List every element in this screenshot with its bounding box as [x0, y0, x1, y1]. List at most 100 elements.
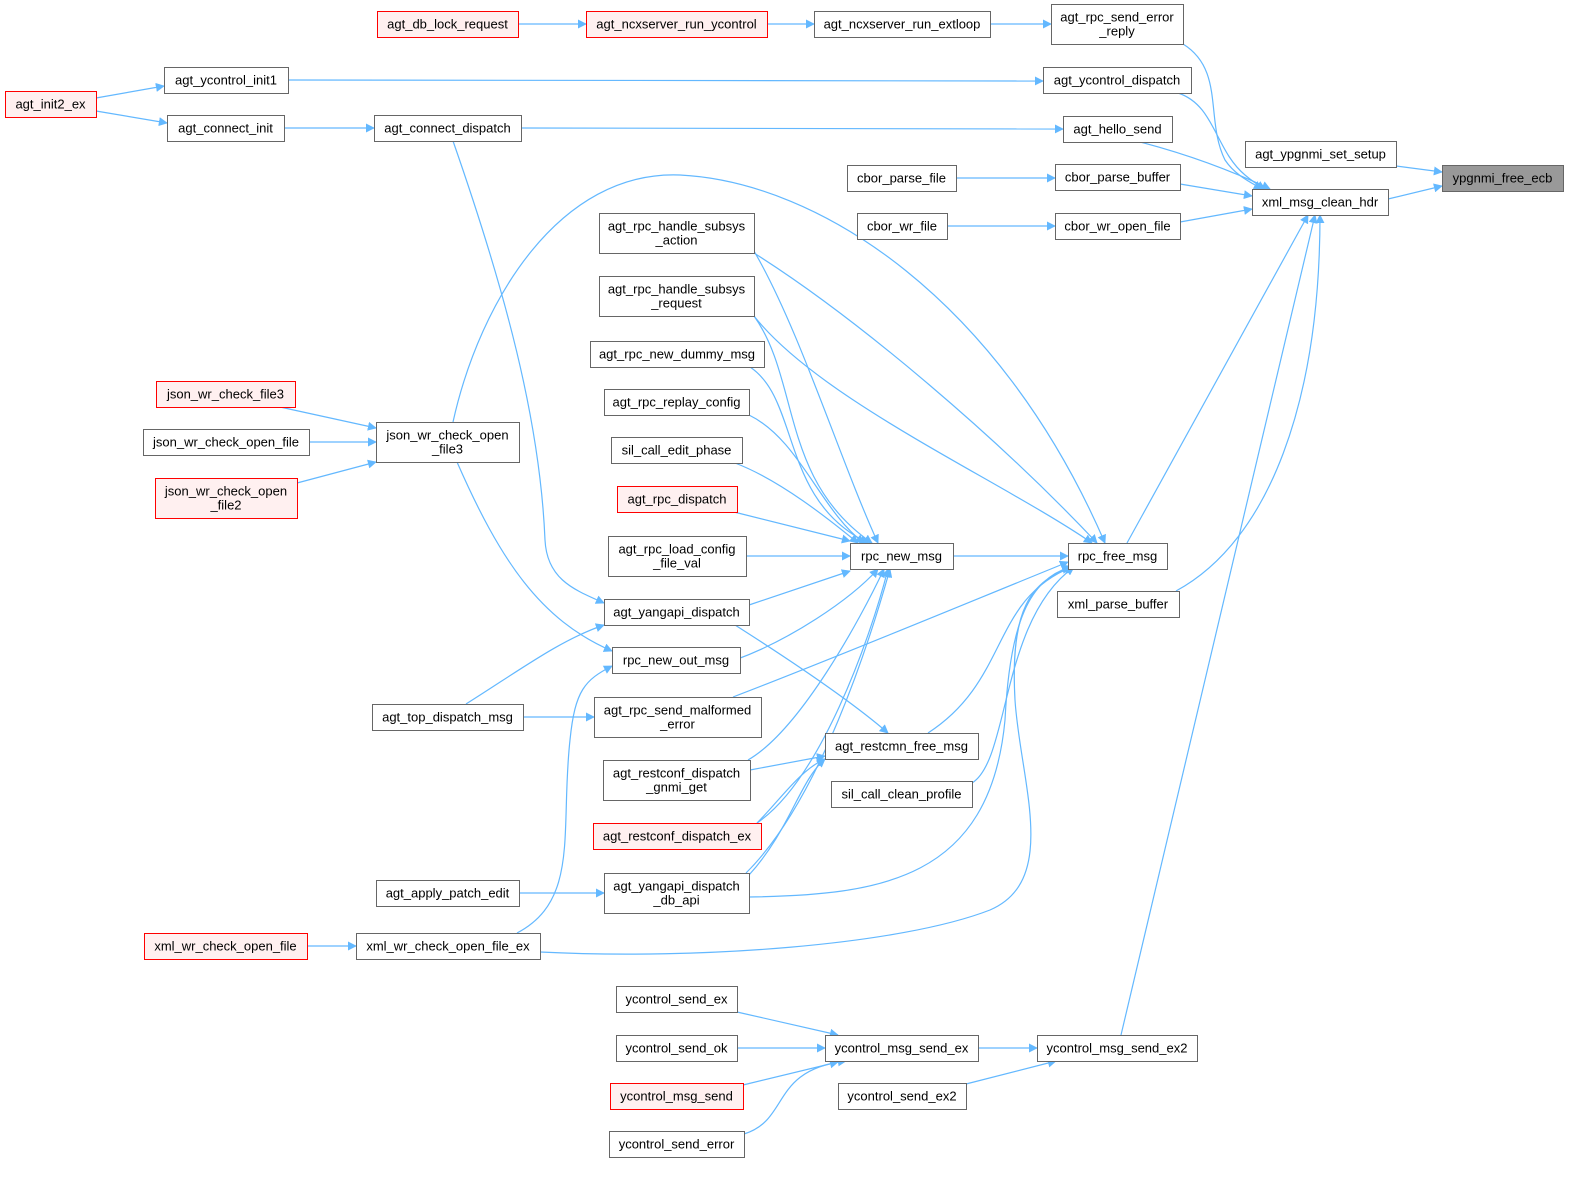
node-rpc-free-msg[interactable]: rpc_free_msg [1068, 543, 1168, 570]
node-label: ypgnmi_free_ecb [1453, 171, 1553, 186]
edge-agt_restconf_dispatch_ex-to-agt_restcmn_free_msg [756, 758, 826, 824]
node-box [143, 429, 310, 456]
node-agt-ycontrol-dispatch[interactable]: agt_ycontrol_dispatch [1043, 67, 1192, 94]
node-ycontrol-msg-send[interactable]: ycontrol_msg_send [610, 1083, 744, 1110]
edge-arrow [1139, 141, 1271, 190]
node-box [1252, 189, 1389, 216]
node-box [377, 11, 519, 38]
node-agt-rpc-new-dummy-msg[interactable]: agt_rpc_new_dummy_msg [590, 341, 765, 368]
node-agt-connect-init[interactable]: agt_connect_init [167, 115, 285, 142]
node-box [603, 760, 751, 801]
node-agt-init2-ex[interactable]: agt_init2_ex [5, 91, 97, 118]
edge-agt_rpc_new_dummy_msg-to-rpc_new_msg [749, 366, 869, 544]
node-layer: agt_db_lock_request agt_ncxserver_run_yco… [5, 4, 1564, 1158]
node-agt-top-dispatch-msg[interactable]: agt_top_dispatch_msg [372, 704, 524, 731]
node-xml-msg-clean-hdr[interactable]: xml_msg_clean_hdr [1252, 189, 1389, 216]
node-box [825, 733, 979, 760]
node-agt-restconf-dispatch-ex[interactable]: agt_restconf_dispatch_ex [593, 823, 762, 850]
node-label: _db_api [652, 893, 699, 908]
node-label: json_wr_check_open [164, 484, 287, 499]
node-ycontrol-msg-send-ex2[interactable]: ycontrol_msg_send_ex2 [1037, 1035, 1198, 1062]
edge-agt_restconf_dispatch_gnmi_get-to-agt_restcmn_free_msg [749, 753, 826, 771]
node-sil-call-clean-profile[interactable]: sil_call_clean_profile [831, 781, 973, 808]
edge-sil_call_edit_phase-to-rpc_new_msg [734, 462, 859, 544]
node-sil-call-edit-phase[interactable]: sil_call_edit_phase [611, 437, 743, 464]
node-xml-wr-check-open-file[interactable]: xml_wr_check_open_file [144, 933, 308, 960]
node-agt-rpc-send-error-reply[interactable]: agt_rpc_send_error_reply [1051, 4, 1184, 45]
node-label: sil_call_clean_profile [842, 787, 962, 802]
node-label: agt_rpc_send_malformed [604, 703, 751, 718]
node-agt-ycontrol-init1[interactable]: agt_ycontrol_init1 [164, 67, 289, 94]
node-agt-restconf-dispatch-gnmi-get[interactable]: agt_restconf_dispatch_gnmi_get [603, 760, 751, 801]
edge-arrow [95, 82, 165, 99]
node-ycontrol-send-ex[interactable]: ycontrol_send_ex [616, 986, 738, 1013]
edge-agt_yangapi_dispatch-to-agt_restcmn_free_msg [734, 624, 889, 734]
edge-agt_rpc_replay_config-to-rpc_new_msg [748, 414, 865, 544]
node-ypgnmi-free-ecb[interactable]: ypgnmi_free_ecb [1442, 165, 1564, 192]
node-label: ycontrol_send_ok [626, 1041, 728, 1056]
node-label: agt_rpc_replay_config [613, 395, 741, 410]
node-box [374, 115, 522, 142]
node-box [617, 486, 738, 513]
node-agt-restcmn-free-msg[interactable]: agt_restcmn_free_msg [825, 733, 979, 760]
edge-agt_top_dispatch_msg-to-agt_yangapi_dispatch [465, 623, 605, 705]
node-label: agt_init2_ex [15, 97, 86, 112]
node-agt-rpc-send-malformed-error[interactable]: agt_rpc_send_malformed_error [594, 697, 762, 738]
node-agt-rpc-load-config-file-val[interactable]: agt_rpc_load_config_file_val [608, 536, 747, 577]
node-agt-ncxserver-run-extloop[interactable]: agt_ncxserver_run_extloop [814, 11, 991, 38]
node-label: _error [659, 717, 695, 732]
node-box [604, 873, 750, 914]
node-box [1068, 543, 1168, 570]
node-xml-parse-buffer[interactable]: xml_parse_buffer [1057, 591, 1180, 618]
node-ycontrol-send-error[interactable]: ycontrol_send_error [609, 1131, 745, 1158]
node-agt-rpc-handle-subsys-request[interactable]: agt_rpc_handle_subsys_request [599, 276, 755, 317]
node-agt-yangapi-dispatch-db-api[interactable]: agt_yangapi_dispatch_db_api [604, 873, 750, 914]
node-agt-hello-send[interactable]: agt_hello_send [1063, 116, 1173, 143]
node-agt-apply-patch-edit[interactable]: agt_apply_patch_edit [376, 880, 520, 907]
edge-xml_wr_check_open_file_ex-to-rpc_free_msg [539, 564, 1075, 955]
edge-agt_restconf_dispatch_ex-to-rpc_new_msg [756, 568, 891, 824]
node-label: rpc_new_out_msg [623, 653, 729, 668]
edge-arrow [539, 564, 1075, 955]
edge-arrow [296, 459, 377, 484]
node-box [156, 381, 296, 408]
node-agt-db-lock-request[interactable]: agt_db_lock_request [377, 11, 519, 38]
edge-ycontrol_msg_send_ex2-to-xml_msg_clean_hdr [1120, 214, 1318, 1036]
node-label: cbor_parse_buffer [1065, 170, 1171, 185]
node-agt-connect-dispatch[interactable]: agt_connect_dispatch [374, 115, 522, 142]
node-agt-rpc-dispatch[interactable]: agt_rpc_dispatch [617, 486, 738, 513]
node-cbor-parse-file[interactable]: cbor_parse_file [847, 165, 957, 192]
node-box [604, 599, 750, 626]
node-label: rpc_new_msg [861, 549, 942, 564]
node-json-wr-check-open-file[interactable]: json_wr_check_open_file [143, 429, 310, 456]
node-box [164, 67, 289, 94]
node-ycontrol-send-ex2[interactable]: ycontrol_send_ex2 [838, 1083, 967, 1110]
node-label: agt_connect_init [178, 121, 273, 136]
edge-arrow [734, 568, 879, 661]
node-label: _gnmi_get [645, 780, 707, 795]
node-json-wr-check-file3[interactable]: json_wr_check_file3 [156, 381, 296, 408]
node-json-wr-check-open-file3[interactable]: json_wr_check_open_file3 [376, 422, 520, 463]
node-cbor-wr-file[interactable]: cbor_wr_file [857, 213, 948, 240]
edge-arrow [756, 758, 826, 824]
edge-arrow [756, 568, 891, 824]
node-json-wr-check-open-file2[interactable]: json_wr_check_open_file2 [155, 478, 298, 519]
node-label: json_wr_check_file3 [166, 387, 284, 402]
edge-arrow [1126, 214, 1309, 544]
node-xml-wr-check-open-file-ex[interactable]: xml_wr_check_open_file_ex [356, 933, 541, 960]
node-agt-rpc-replay-config[interactable]: agt_rpc_replay_config [604, 389, 750, 416]
node-cbor-parse-buffer[interactable]: cbor_parse_buffer [1055, 164, 1181, 191]
node-rpc-new-msg[interactable]: rpc_new_msg [850, 543, 954, 570]
node-agt-ncxserver-run-ycontrol[interactable]: agt_ncxserver_run_ycontrol [586, 11, 768, 38]
node-rpc-new-out-msg[interactable]: rpc_new_out_msg [612, 647, 741, 674]
node-ycontrol-send-ok[interactable]: ycontrol_send_ok [616, 1035, 738, 1062]
node-box [1442, 165, 1564, 192]
node-agt-rpc-handle-subsys-action[interactable]: agt_rpc_handle_subsys_action [599, 213, 755, 254]
node-box [610, 1083, 744, 1110]
node-ycontrol-msg-send-ex[interactable]: ycontrol_msg_send_ex [825, 1035, 979, 1062]
node-label: _file_val [652, 556, 701, 571]
node-agt-ypgnmi-set-setup[interactable]: agt_ypgnmi_set_setup [1245, 141, 1397, 168]
node-cbor-wr-open-file[interactable]: cbor_wr_open_file [1055, 213, 1181, 240]
node-agt-yangapi-dispatch[interactable]: agt_yangapi_dispatch [604, 599, 750, 626]
edge-arrow [465, 623, 605, 705]
